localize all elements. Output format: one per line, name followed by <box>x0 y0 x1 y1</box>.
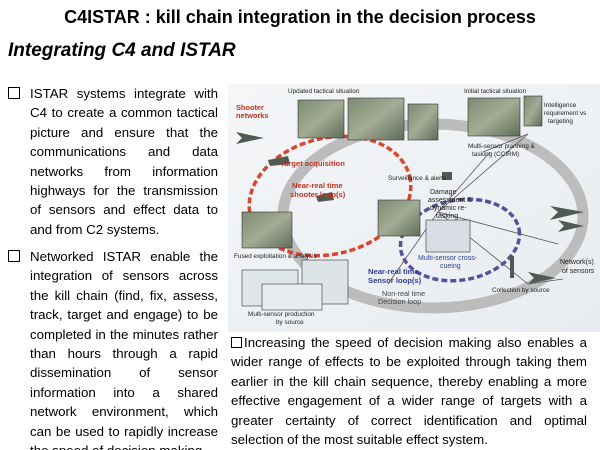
map-panels <box>241 95 543 311</box>
label-shooter-networks-1: Shooter <box>236 103 264 112</box>
label-damage-4: tasking <box>436 213 458 220</box>
label-fused: Fused exploitation & analysis <box>234 253 317 260</box>
checkbox-bullet-icon <box>231 337 242 348</box>
label-intel-3: targeting <box>548 118 573 125</box>
bullet-istar-integration: ISTAR systems integrate with C4 to creat… <box>8 84 218 239</box>
label-nonreal-2: Decision loop <box>378 297 421 306</box>
bullet-networked-istar: Networked ISTAR enable the integration o… <box>8 247 218 450</box>
label-cross-1: Multi-sensor cross- <box>418 255 478 262</box>
label-intel-2: requirement vs <box>544 110 586 117</box>
label-multi-plan-1: Multi-sensor planning & <box>468 143 536 150</box>
slide-title: C4ISTAR : kill chain integration in the … <box>64 7 536 27</box>
label-shooter-networks-2: networks <box>236 111 268 120</box>
jet-icon <box>550 206 584 220</box>
checkbox-bullet-icon <box>8 250 20 262</box>
label-damage-1: Damage <box>430 189 457 196</box>
label-collection: Collection by source <box>492 287 550 294</box>
antenna-icon <box>510 256 514 278</box>
bullet-text: Networked ISTAR enable the integration o… <box>30 249 218 450</box>
uav-icon <box>528 272 556 284</box>
vehicle-icon <box>316 192 334 202</box>
label-nonreal-1: Non-real time <box>382 289 425 298</box>
label-updated-situation: Updated tactical situation <box>288 88 360 95</box>
bottom-text: Increasing the speed of decision making … <box>231 335 587 448</box>
bottom-paragraph: Increasing the speed of decision making … <box>231 333 587 449</box>
label-nrt-sensor-1: Near-real time <box>368 267 419 276</box>
label-cross-2: cueing <box>440 263 461 270</box>
checkbox-bullet-icon <box>8 87 20 99</box>
label-production-2: by source <box>276 319 304 326</box>
label-nrt-sensor-2: Sensor loop(s) <box>368 276 422 285</box>
label-multi-plan-2: tasking (CCIRM) <box>472 151 519 158</box>
label-nrt-shooter-1: Near-real time <box>292 181 343 190</box>
slide-subtitle: Integrating C4 and ISTAR <box>8 40 236 61</box>
label-nrt-shooter-2: shooter loop(s) <box>290 190 346 199</box>
label-intel-1: Intelligence <box>544 102 577 109</box>
label-damage-2: assessment & <box>428 197 472 204</box>
label-production-1: Multi-sensor production <box>248 311 315 318</box>
drone-icon <box>442 172 452 180</box>
label-network-2: of sensors <box>562 268 595 275</box>
kill-chain-diagram: Updated tactical situation Initial tacti… <box>228 84 600 332</box>
label-surveillance: Surveillance & alerts <box>388 175 446 182</box>
label-target-acquisition: Target acquisition <box>280 159 345 168</box>
jet-icon <box>236 132 264 144</box>
platform-icons <box>236 132 584 284</box>
label-damage-3: dynamic re- <box>430 205 467 212</box>
jet-icon <box>558 220 584 232</box>
sensor-loop-ring <box>398 197 522 283</box>
bullet-text: ISTAR systems integrate with C4 to creat… <box>30 86 218 237</box>
tank-icon <box>268 156 290 166</box>
label-initial-situation: Initial tactical situation <box>464 88 527 95</box>
label-network-1: Network(s) <box>560 259 594 266</box>
